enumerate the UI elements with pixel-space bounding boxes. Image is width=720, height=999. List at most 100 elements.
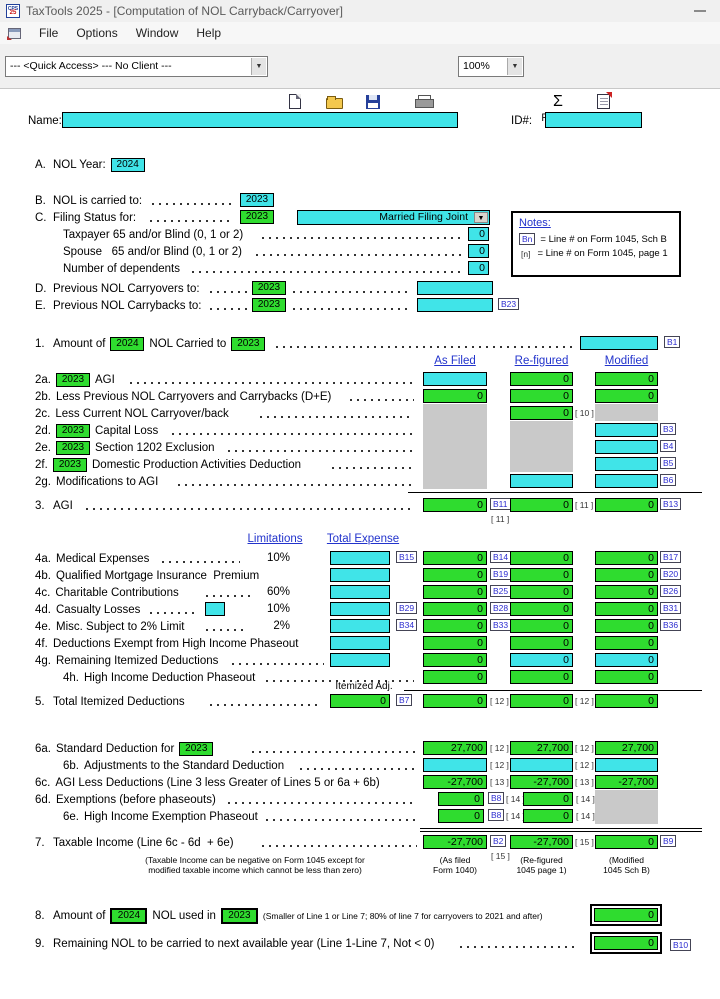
- zoom-combo[interactable]: 100% ▼: [458, 56, 524, 77]
- row-label: 4g.Remaining Itemized Deductions: [35, 653, 218, 668]
- calculated-field: 0: [594, 936, 658, 950]
- menu-options[interactable]: Options: [76, 26, 118, 40]
- row-label: D.Previous NOL Carryovers to:: [35, 281, 200, 296]
- form-ref-bracket: [ 15 ]: [491, 851, 510, 861]
- dot-leader: [150, 612, 198, 614]
- app-icon-text: CPS: [7, 6, 19, 12]
- quick-access-combo[interactable]: --- <Quick Access> --- No Client --- ▼: [5, 56, 268, 77]
- line-number: 2d.: [35, 424, 51, 437]
- new-icon-wrap: [278, 91, 312, 112]
- year-chip[interactable]: 2023: [240, 193, 274, 207]
- input-field[interactable]: 0: [510, 653, 573, 667]
- calculated-field: 0: [595, 372, 658, 386]
- filing-status-dropdown[interactable]: Married Filing Joint ▼: [297, 210, 490, 225]
- name-input[interactable]: [62, 112, 458, 128]
- dot-leader: [260, 416, 414, 418]
- input-field[interactable]: [330, 551, 390, 565]
- input-field[interactable]: [595, 423, 658, 437]
- input-field[interactable]: 0: [595, 653, 658, 667]
- input-field[interactable]: [330, 568, 390, 582]
- document-icon[interactable]: [7, 27, 21, 40]
- form-ref-bracket: [ 13 ]: [490, 777, 509, 787]
- label-text: Section 1202 Exclusion: [95, 441, 215, 454]
- input-field[interactable]: [423, 372, 487, 386]
- map-icon: [596, 92, 612, 109]
- id-input[interactable]: [545, 112, 642, 128]
- input-field[interactable]: 0: [468, 261, 489, 275]
- input-field[interactable]: [417, 281, 493, 295]
- line7-footnote-1: (Taxable Income can be negative on Form …: [145, 855, 365, 865]
- form-ref-tag: B25: [490, 585, 512, 597]
- input-field[interactable]: [595, 758, 658, 772]
- printer-icon: [414, 95, 434, 108]
- dot-leader: [210, 308, 247, 310]
- menu-help[interactable]: Help: [196, 26, 222, 40]
- form-ref-bracket: [ 13 ]: [575, 777, 594, 787]
- dot-leader: [130, 382, 414, 384]
- notes-title: Notes:: [519, 217, 551, 229]
- row-label: 4h.High Income Deduction Phaseout: [63, 670, 255, 685]
- line-number: 4c.: [35, 586, 51, 599]
- result-box: 0: [590, 904, 662, 926]
- limitation-percent: 2%: [273, 620, 290, 632]
- row-B: B.NOL is carried to:2023: [0, 193, 720, 211]
- input-field[interactable]: [423, 758, 487, 772]
- input-field[interactable]: [417, 298, 493, 312]
- itemized-adj-label: Itemized Adj.: [335, 681, 393, 692]
- form-ref-bracket: [ 14 ]: [576, 811, 595, 821]
- line-number: 9.: [35, 937, 45, 950]
- form-ref-bracket: [ 10 ]: [575, 408, 594, 418]
- input-field[interactable]: [595, 474, 658, 488]
- label-text: Previous NOL Carrybacks to:: [53, 299, 202, 312]
- dot-leader: [210, 704, 322, 706]
- minimize-button[interactable]: [694, 10, 706, 12]
- calculated-field: 0: [510, 694, 573, 708]
- input-field[interactable]: [510, 474, 573, 488]
- form-ref-bracket: [ 12 ]: [490, 760, 509, 770]
- input-field[interactable]: 0: [468, 227, 489, 241]
- label-text: Standard Deduction for: [56, 742, 175, 755]
- map-icon-wrap: [585, 91, 621, 112]
- label-text: Deductions Exempt from High Income Phase…: [53, 637, 299, 650]
- input-field[interactable]: [330, 653, 390, 667]
- row-label: 7.Taxable Income (Line 6c - 6d + 6e): [35, 835, 234, 850]
- notes-line-n: [n] = Line # on Form 1045, page 1: [519, 248, 673, 259]
- row-2b: 2b.Less Previous NOL Carryovers and Carr…: [0, 389, 720, 407]
- form-ref-tag: B11: [490, 498, 511, 510]
- dot-leader: [206, 595, 250, 597]
- input-field[interactable]: [330, 602, 390, 616]
- input-field[interactable]: [330, 619, 390, 633]
- dot-leader: [300, 768, 417, 770]
- label-text: Adjustments to the Standard Deduction: [84, 759, 285, 772]
- calculated-field: 0: [510, 389, 573, 403]
- form-ref-tag: B6: [660, 474, 677, 486]
- dropdown-value: Married Filing Joint: [379, 211, 468, 223]
- input-field[interactable]: [580, 336, 658, 350]
- footer-as-filed: (As filed Form 1040): [417, 855, 493, 875]
- input-field[interactable]: [330, 585, 390, 599]
- calculated-field: 0: [595, 602, 658, 616]
- year-chip[interactable]: 2024: [110, 157, 145, 172]
- chevron-down-icon[interactable]: ▼: [251, 58, 266, 75]
- calculated-field: 0: [595, 636, 658, 650]
- line-number: 4a.: [35, 552, 51, 565]
- chevron-down-icon[interactable]: ▼: [474, 212, 488, 223]
- calculated-field: 27,700: [595, 741, 658, 755]
- input-field[interactable]: [330, 636, 390, 650]
- dot-leader: [192, 271, 461, 273]
- form-ref-tag: B36: [660, 619, 682, 631]
- input-field[interactable]: [595, 440, 658, 454]
- input-field[interactable]: [205, 602, 225, 616]
- input-field[interactable]: 0: [468, 244, 489, 258]
- chevron-down-icon[interactable]: ▼: [507, 58, 522, 75]
- menu-window[interactable]: Window: [135, 26, 179, 40]
- menu-file[interactable]: File: [39, 26, 59, 40]
- input-field[interactable]: [510, 758, 573, 772]
- input-field[interactable]: [595, 457, 658, 471]
- year-chip: 2023: [179, 741, 214, 756]
